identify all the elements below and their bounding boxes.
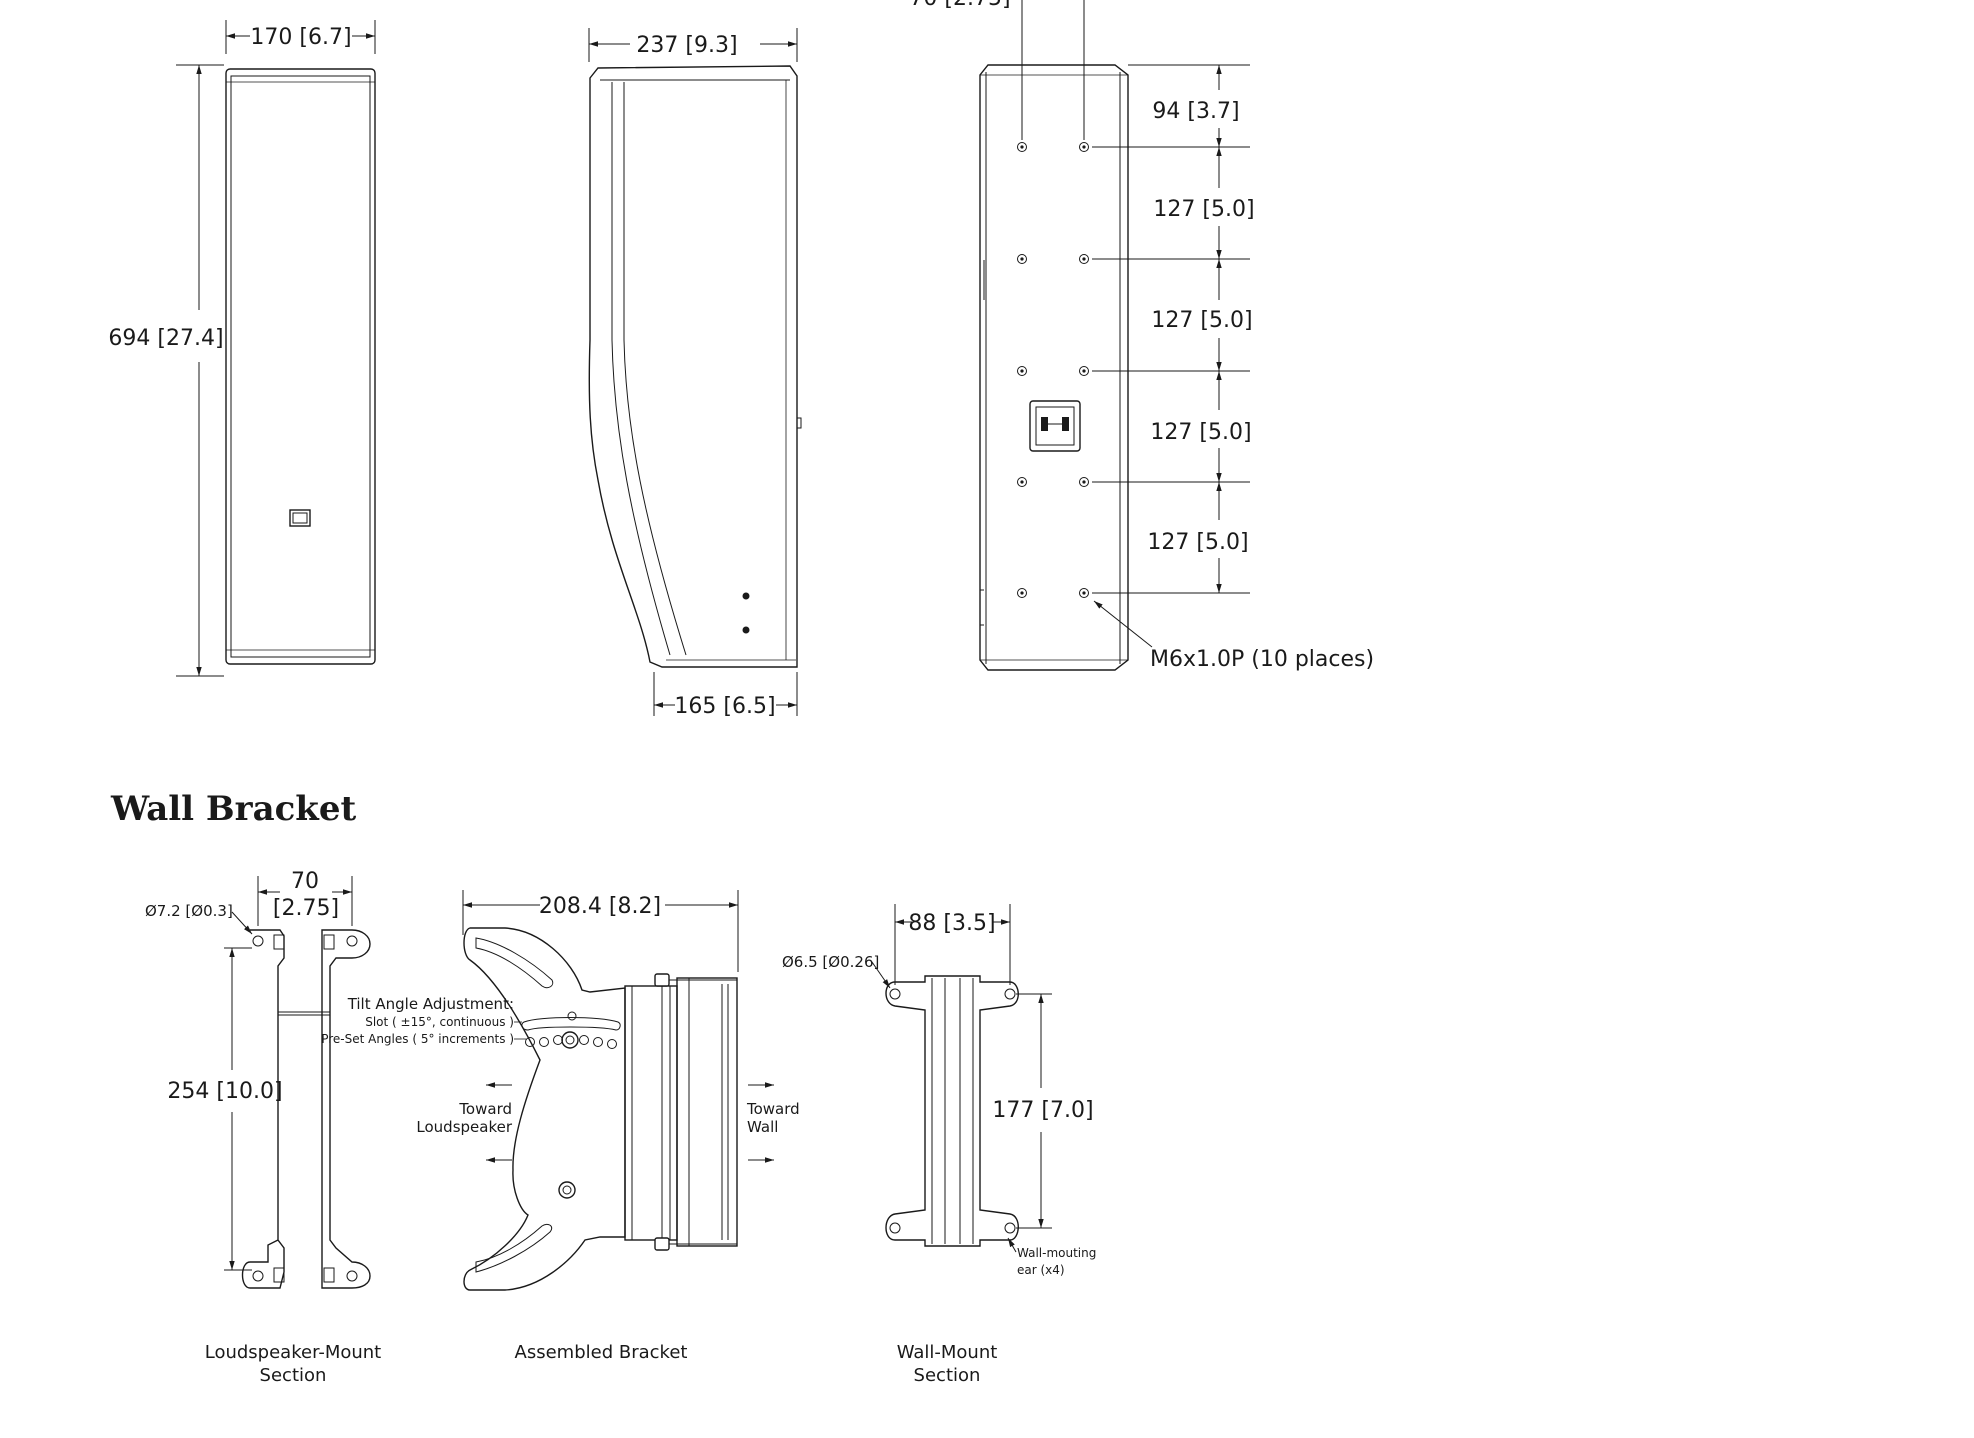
rear-spacing-label: 127 [5.0] [1150,420,1251,445]
speaker-front-view [225,68,376,665]
rear-top-partial-label: 70 [2.75] [909,0,1010,11]
loudspeaker-mount-section-view [241,929,371,1289]
dim-front-width: 170 [6.7] [225,20,376,54]
tilt-slot-label: Slot ( ±15°, continuous ) [365,1015,514,1029]
dim-side-depth-top: 237 [9.3] [588,28,798,62]
dim-rear-top-partial: 70 [2.75] [909,0,1085,140]
mount-caption-line2: Section [260,1365,327,1386]
wall-ear-note-line1: Wall-mouting [1017,1246,1096,1260]
pivot-bolt-icon [558,1181,576,1199]
dim-wall-height: 177 [7.0] [992,993,1094,1229]
wall-caption-line1: Wall-Mount [897,1342,998,1363]
dim-assembled-width: 208.4 [8.2] [462,890,739,972]
assembled-caption: Assembled Bracket [515,1342,688,1363]
side-screw-icon [742,626,750,634]
rear-spacing-first-label: 94 [3.7] [1152,99,1239,124]
wall-width-label: 88 [3.5] [908,911,995,936]
speaker-rear-view [979,64,1129,671]
wall-ear-note-line2: ear (x4) [1017,1263,1065,1277]
front-width-label: 170 [6.7] [250,25,351,50]
preset-angle-holes-icon [525,1031,617,1049]
side-screw-icon [742,592,750,600]
speaker-side-view [588,65,802,668]
assembled-width-label: 208.4 [8.2] [539,894,661,919]
mount-width-top-label: 70 [291,869,319,894]
front-height-label: 694 [27.4] [108,326,223,351]
direction-toward-wall: Toward Wall [746,1082,800,1163]
dim-mount-width: 70 [2.75] [257,869,353,926]
dim-front-height: 694 [27.4] [108,64,224,677]
dim-mount-height: 254 [10.0] [167,947,283,1271]
mount-hole-callout: Ø7.2 [Ø0.3] [145,902,253,935]
side-depth-top-label: 237 [9.3] [636,33,737,58]
direction-toward-loudspeaker: Toward Loudspeaker [416,1082,513,1163]
mount-height-label: 254 [10.0] [167,1079,282,1104]
thread-callout: M6x1.0P (10 places) [1093,600,1374,672]
input-connector-plate-icon [1029,400,1081,452]
jbl-logo-icon [289,509,311,527]
dim-wall-width: 88 [3.5] [894,904,1011,985]
tilt-annotation: Tilt Angle Adjustment: Slot ( ±15°, cont… [321,995,526,1046]
rear-spacing-label: 127 [5.0] [1153,197,1254,222]
toward-wall-line1: Toward [746,1100,800,1118]
wall-caption-line2: Section [914,1365,981,1386]
mount-hole-dia-label: Ø7.2 [Ø0.3] [145,902,233,920]
wall-ear-callout: Wall-mouting ear (x4) [1007,1237,1096,1277]
rear-spacing-label: 127 [5.0] [1147,530,1248,555]
toward-loudspeaker-line1: Toward [458,1100,512,1118]
dim-side-depth-bottom: 165 [6.5] [653,672,798,719]
mount-caption-line1: Loudspeaker-Mount [205,1342,381,1363]
mounting-point-icons [1017,142,1089,598]
mount-width-bottom-label: [2.75] [273,896,339,921]
thread-note-label: M6x1.0P (10 places) [1150,647,1374,672]
rear-spacing-label: 127 [5.0] [1151,308,1252,333]
dim-rear-spacings: 94 [3.7] 127 [5.0] 127 [5.0] 127 [5.0] 1… [1092,64,1255,594]
tilt-title-label: Tilt Angle Adjustment: [347,995,514,1013]
assembled-bracket-view [463,927,738,1291]
side-depth-bottom-label: 165 [6.5] [674,694,775,719]
wall-bracket-heading: Wall Bracket [110,789,357,829]
wall-hole-dia-label: Ø6.5 [Ø0.26] [782,953,879,971]
wall-hole-callout: Ø6.5 [Ø0.26] [782,953,891,989]
toward-loudspeaker-line2: Loudspeaker [416,1118,512,1136]
wall-height-label: 177 [7.0] [992,1098,1093,1123]
toward-wall-line2: Wall [747,1118,778,1136]
tilt-preset-label: Pre-Set Angles ( 5° increments ) [321,1032,514,1046]
